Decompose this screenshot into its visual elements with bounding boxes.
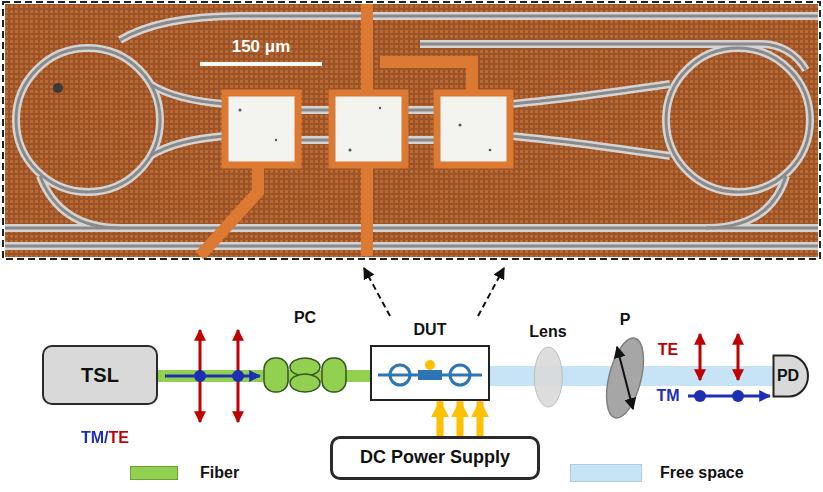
polarization-label: TE — [658, 340, 678, 359]
scale-bar — [200, 62, 322, 66]
scale-bar-label: 150 μm — [232, 37, 291, 57]
power-supply-box: DC Power Supply — [330, 436, 540, 480]
node-label: DUT — [414, 320, 447, 339]
pad-specks — [239, 107, 492, 152]
lens: Lens — [529, 322, 566, 409]
beam-path — [650, 366, 772, 386]
power-arrow — [477, 401, 484, 436]
chip-background — [5, 4, 818, 257]
node-label: DC Power Supply — [360, 447, 510, 469]
fiber-coils — [262, 355, 348, 395]
power-arrow — [457, 401, 464, 436]
legend-label: Free space — [660, 463, 744, 482]
laser-source-box: TSL — [42, 345, 158, 405]
te-polarization-arrow — [200, 330, 738, 422]
zoom-arrow — [364, 268, 504, 316]
legend-swatch — [570, 464, 642, 482]
beam-path — [158, 370, 262, 382]
metal-trace — [200, 4, 472, 256]
polarization-controller: PC — [262, 308, 348, 395]
node-label: PC — [294, 308, 316, 327]
waveguide-outline — [5, 16, 818, 246]
polarizer: P — [600, 310, 650, 423]
heater-pad — [225, 93, 510, 165]
power-arrow — [437, 401, 444, 436]
polarization-label: TM/TE — [81, 428, 129, 447]
device-under-test: DUT — [370, 320, 490, 401]
beam-path — [490, 366, 529, 386]
zoom-frame — [3, 2, 820, 259]
photodetector: PD — [772, 354, 810, 398]
node-label: TSL — [81, 363, 119, 387]
beam-path — [567, 366, 600, 386]
polarization-label: TM — [656, 386, 679, 405]
polarizer-shape — [600, 333, 650, 423]
device-icon — [376, 353, 484, 393]
node-label: PD — [777, 366, 799, 385]
node-label: Lens — [529, 322, 566, 341]
legend-swatch — [130, 466, 178, 480]
beam-path — [348, 370, 370, 382]
device-box — [370, 345, 490, 401]
lens-shape — [532, 345, 564, 409]
node-label: P — [620, 310, 631, 329]
waveguide — [5, 16, 818, 246]
chip-defect — [53, 83, 63, 93]
legend-label: Fiber — [200, 463, 239, 482]
